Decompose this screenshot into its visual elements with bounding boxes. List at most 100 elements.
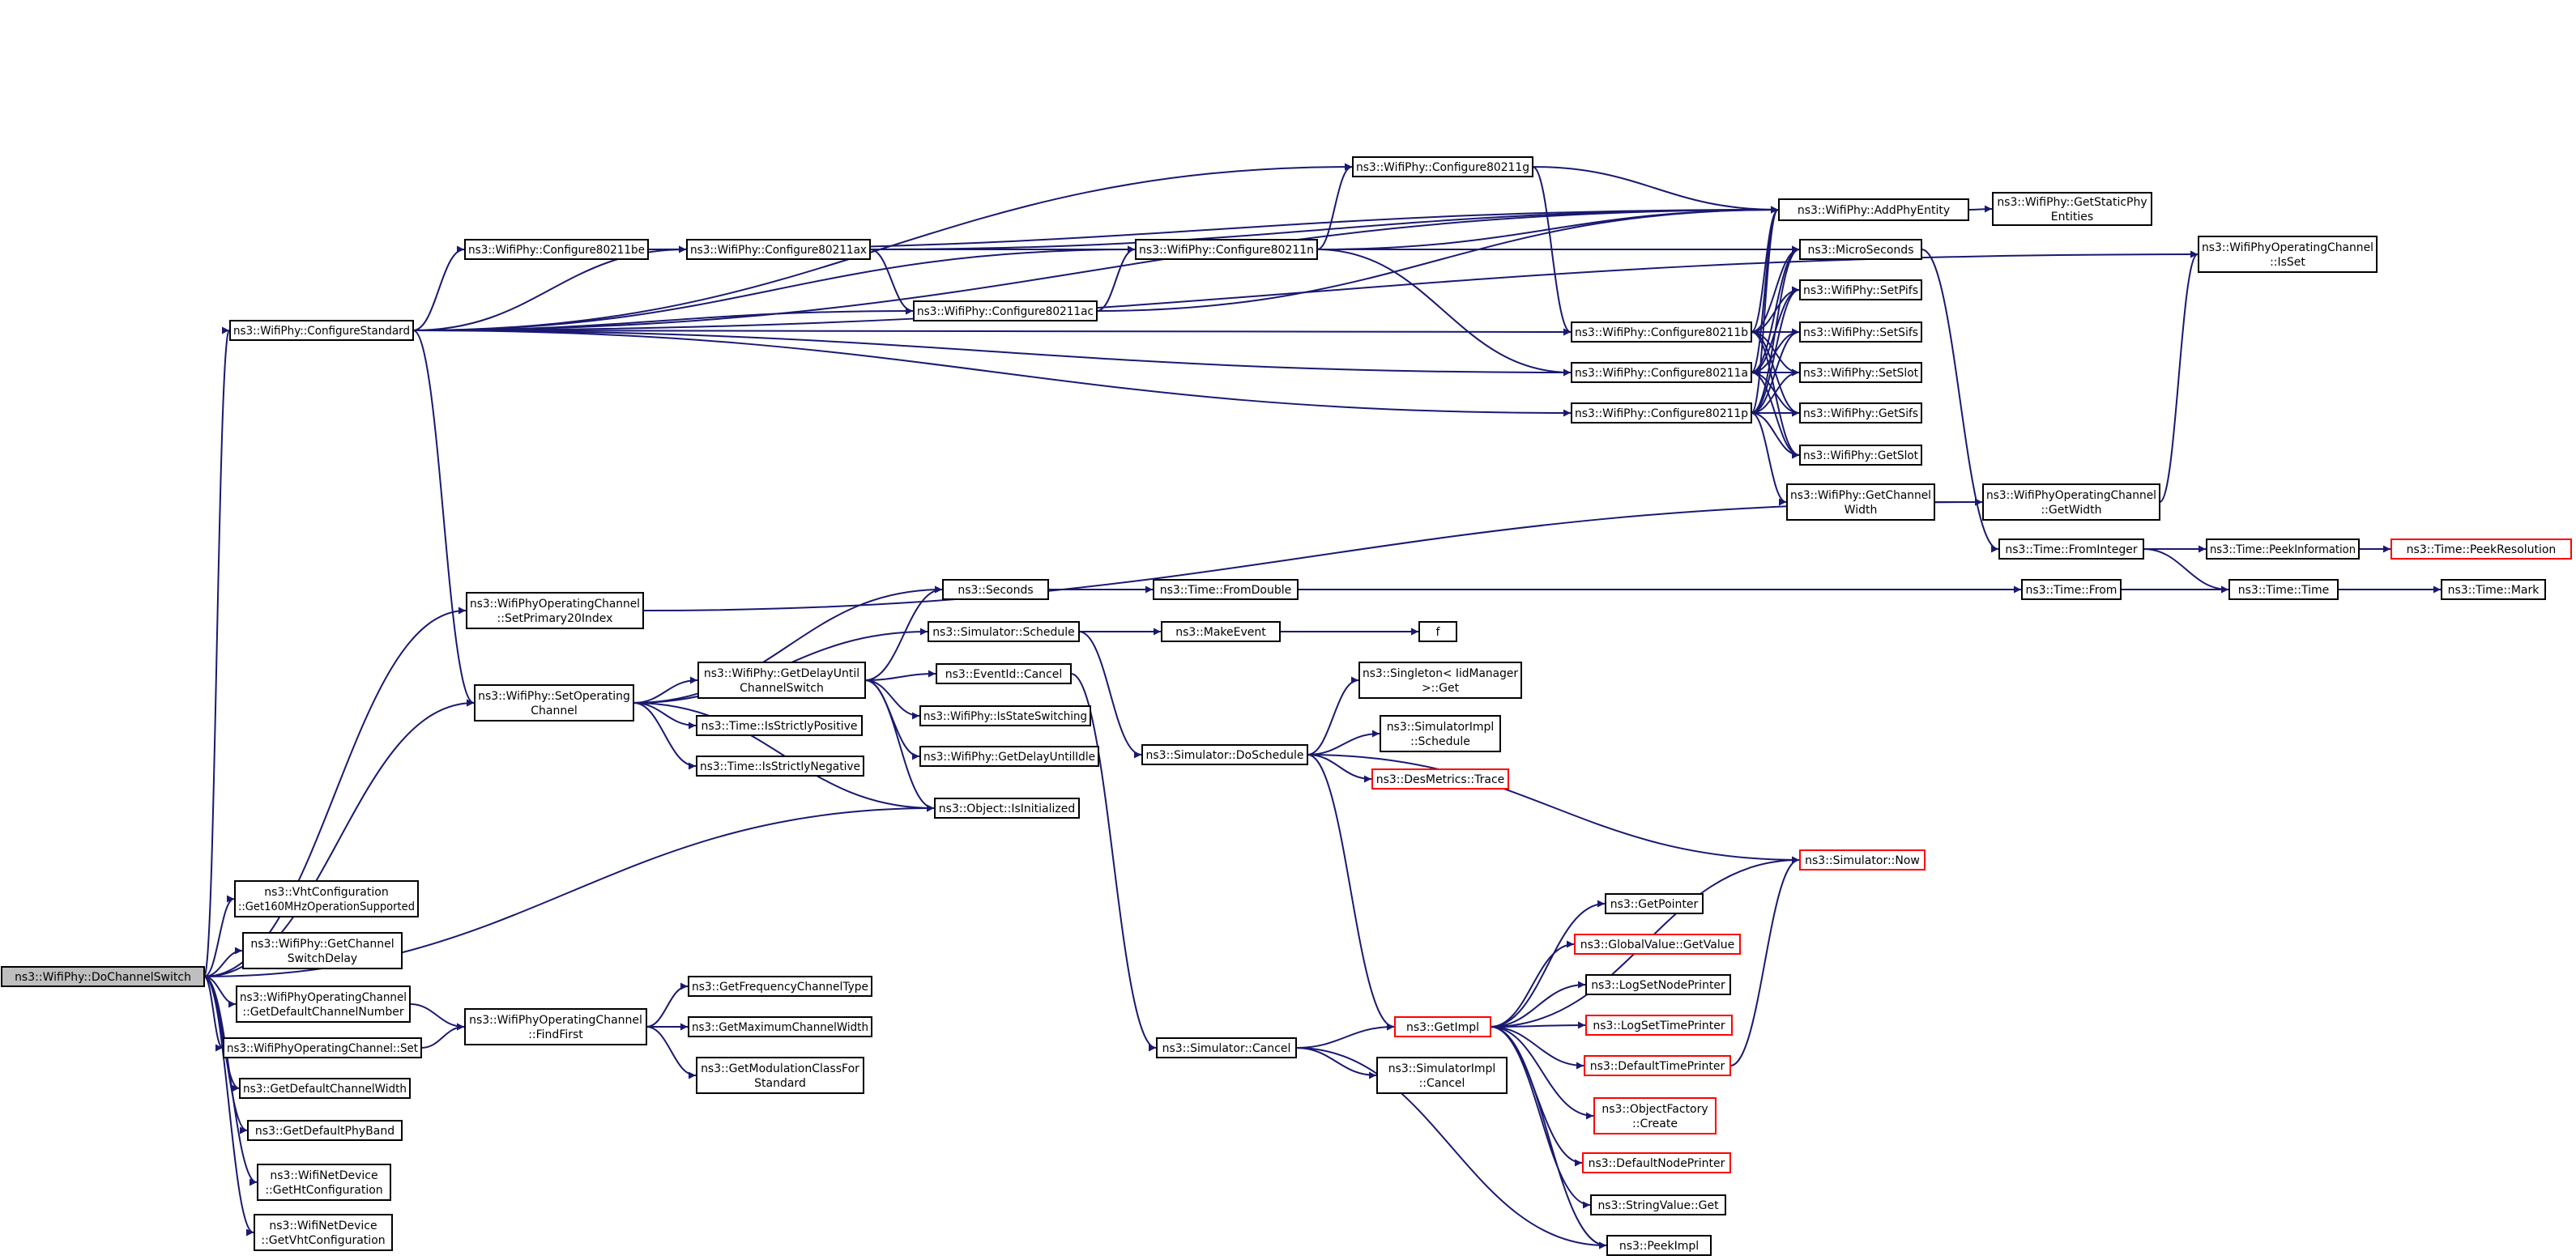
- node-opset[interactable]: ns3::WifiPhyOperatingChannel::Set: [223, 1037, 422, 1058]
- node-box: [464, 239, 649, 260]
- node-box: [697, 662, 866, 699]
- node-label: ns3::WifiPhy::Configure80211p: [1575, 407, 1748, 420]
- node-isinit[interactable]: ns3::Object::IsInitialized: [934, 798, 1080, 819]
- node-simimplsched[interactable]: ns3::SimulatorImpl::Schedule: [1380, 715, 1501, 752]
- node-dosched[interactable]: ns3::Simulator::DoSchedule: [1141, 744, 1308, 765]
- node-label: ns3::Time::FromDouble: [1160, 584, 1292, 597]
- node-setp20[interactable]: ns3::WifiPhyOperatingChannel::SetPrimary…: [466, 592, 644, 629]
- node-label: ns3::GetDefaultChannelWidth: [243, 1083, 407, 1096]
- node-c80211p[interactable]: ns3::WifiPhy::Configure80211p: [1571, 402, 1752, 424]
- node-simcancel[interactable]: ns3::Simulator::Cancel: [1156, 1037, 1297, 1058]
- node-getvht[interactable]: ns3::WifiNetDevice::GetVhtConfiguration: [254, 1214, 393, 1251]
- node-box: [254, 1214, 393, 1251]
- node-label: ns3::Simulator::Now: [1805, 854, 1920, 867]
- node-timetime[interactable]: ns3::Time::Time: [2228, 579, 2339, 600]
- node-c80211g[interactable]: ns3::WifiPhy::Configure80211g: [1352, 156, 1533, 177]
- node-simimplcancel[interactable]: ns3::SimulatorImpl::Cancel: [1376, 1057, 1508, 1094]
- node-label: ::Create: [1632, 1117, 1678, 1130]
- node-peekres[interactable]: ns3::Time::PeekResolution: [2390, 538, 2572, 560]
- node-desmetrics[interactable]: ns3::DesMetrics::Trace: [1371, 768, 1509, 790]
- node-getfreqtype[interactable]: ns3::GetFrequencyChannelType: [688, 976, 872, 997]
- node-defnode[interactable]: ns3::DefaultNodePrinter: [1582, 1152, 1731, 1173]
- node-getmaxchw[interactable]: ns3::GetMaximumChannelWidth: [688, 1016, 872, 1037]
- edge-simcancel-to-getimpl: [1295, 1023, 1395, 1049]
- edge-c80211a-to-addphy: [1751, 206, 1779, 373]
- node-box: [1998, 538, 2144, 560]
- node-schedule[interactable]: ns3::Simulator::Schedule: [928, 621, 1080, 642]
- node-fromdouble[interactable]: ns3::Time::FromDouble: [1153, 579, 1299, 600]
- node-c80211be[interactable]: ns3::WifiPhy::Configure80211be: [464, 239, 649, 260]
- node-opgetwidth[interactable]: ns3::WifiPhyOperatingChannel::GetWidth: [1982, 483, 2160, 521]
- node-getimpl[interactable]: ns3::GetImpl: [1394, 1016, 1491, 1037]
- node-getdefband[interactable]: ns3::GetDefaultPhyBand: [247, 1120, 403, 1141]
- node-box: [1799, 445, 1922, 466]
- node-c80211a[interactable]: ns3::WifiPhy::Configure80211a: [1571, 362, 1752, 383]
- node-makeevent[interactable]: ns3::MakeEvent: [1161, 621, 1281, 642]
- node-timefrom[interactable]: ns3::Time::From: [2021, 579, 2122, 600]
- node-getpointer[interactable]: ns3::GetPointer: [1605, 893, 1704, 914]
- node-seconds[interactable]: ns3::Seconds: [942, 579, 1049, 600]
- node-box: [696, 715, 863, 736]
- node-peekimpl[interactable]: ns3::PeekImpl: [1606, 1235, 1712, 1256]
- node-c80211n[interactable]: ns3::WifiPhy::Configure80211n: [1135, 239, 1318, 260]
- node-label: ns3::DefaultNodePrinter: [1589, 1157, 1725, 1170]
- node-singleton[interactable]: ns3::Singleton< IidManager>::Get: [1358, 662, 1522, 699]
- node-configstd[interactable]: ns3::WifiPhy::ConfigureStandard: [229, 320, 414, 341]
- node-opisset[interactable]: ns3::WifiPhyOperatingChannel::IsSet: [2198, 236, 2378, 273]
- node-strictpos[interactable]: ns3::Time::IsStrictlyPositive: [696, 715, 863, 736]
- node-isstatesw[interactable]: ns3::WifiPhy::IsStateSwitching: [919, 705, 1091, 726]
- node-label: ns3::WifiPhy::GetChannel: [1790, 489, 1931, 502]
- node-setslot[interactable]: ns3::WifiPhy::SetSlot: [1799, 362, 1922, 383]
- edge-configstd-to-setop: [412, 330, 475, 707]
- node-root[interactable]: ns3::WifiPhy::DoChannelSwitch: [1, 966, 205, 987]
- node-setpifs[interactable]: ns3::WifiPhy::SetPifs: [1799, 279, 1922, 300]
- node-label: ns3::WifiPhy::Configure80211a: [1575, 367, 1748, 380]
- node-box: [2441, 579, 2546, 600]
- node-c80211ac[interactable]: ns3::WifiPhy::Configure80211ac: [913, 300, 1098, 321]
- node-label: ns3::MicroSeconds: [1807, 244, 1913, 257]
- node-strget[interactable]: ns3::StringValue::Get: [1590, 1194, 1726, 1215]
- node-micro[interactable]: ns3::MicroSeconds: [1799, 239, 1922, 260]
- node-deftime[interactable]: ns3::DefaultTimePrinter: [1584, 1055, 1731, 1076]
- edge-c80211p-to-getchw: [1751, 412, 1787, 506]
- node-box: [1376, 1057, 1508, 1094]
- node-label: ns3::DefaultTimePrinter: [1590, 1060, 1725, 1073]
- node-strictneg[interactable]: ns3::Time::IsStrictlyNegative: [696, 756, 864, 777]
- node-timemark[interactable]: ns3::Time::Mark: [2441, 579, 2546, 600]
- node-addphy[interactable]: ns3::WifiPhy::AddPhyEntity: [1778, 198, 1969, 221]
- edge-c80211ax-to-c80211ac: [869, 249, 914, 315]
- node-fromint[interactable]: ns3::Time::FromInteger: [1998, 538, 2144, 560]
- node-findfirst[interactable]: ns3::WifiPhyOperatingChannel::FindFirst: [464, 1008, 647, 1045]
- node-label: ns3::WifiPhy::Configure80211n: [1139, 244, 1314, 257]
- node-getdelayidle[interactable]: ns3::WifiPhy::GetDelayUntilIdle: [919, 746, 1099, 767]
- node-label: ns3::StringValue::Get: [1597, 1199, 1719, 1212]
- node-peekinfo[interactable]: ns3::Time::PeekInformation: [2206, 538, 2360, 560]
- node-simnow[interactable]: ns3::Simulator::Now: [1799, 849, 1926, 871]
- node-c80211b[interactable]: ns3::WifiPhy::Configure80211b: [1571, 321, 1752, 343]
- edge-setop-to-strictneg: [633, 702, 697, 770]
- node-label: ns3::SimulatorImpl: [1388, 1062, 1496, 1075]
- node-box: [1574, 934, 1741, 955]
- node-logsetnode[interactable]: ns3::LogSetNodePrinter: [1585, 974, 1731, 995]
- node-getdefchnum[interactable]: ns3::WifiPhyOperatingChannel::GetDefault…: [236, 985, 411, 1023]
- node-vht160[interactable]: ns3::VhtConfiguration::Get160MHzOperatio…: [234, 880, 419, 917]
- node-getht[interactable]: ns3::WifiNetDevice::GetHtConfiguration: [257, 1164, 391, 1201]
- node-gvgetvalue[interactable]: ns3::GlobalValue::GetValue: [1574, 934, 1741, 955]
- node-getsifs[interactable]: ns3::WifiPhy::GetSifs: [1799, 402, 1922, 424]
- node-box: [1153, 579, 1299, 600]
- node-objfactory[interactable]: ns3::ObjectFactory::Create: [1593, 1097, 1717, 1134]
- node-setsifs[interactable]: ns3::WifiPhy::SetSifs: [1799, 321, 1922, 343]
- node-f[interactable]: f: [1418, 621, 1457, 642]
- node-getslot[interactable]: ns3::WifiPhy::GetSlot: [1799, 445, 1922, 466]
- node-evcancel[interactable]: ns3::EventId::Cancel: [936, 663, 1072, 684]
- node-c80211ax[interactable]: ns3::WifiPhy::Configure80211ax: [686, 239, 871, 260]
- node-getdefchw[interactable]: ns3::GetDefaultChannelWidth: [239, 1078, 411, 1099]
- node-logsettime[interactable]: ns3::LogSetTimePrinter: [1585, 1015, 1733, 1036]
- node-box: [1982, 483, 2160, 521]
